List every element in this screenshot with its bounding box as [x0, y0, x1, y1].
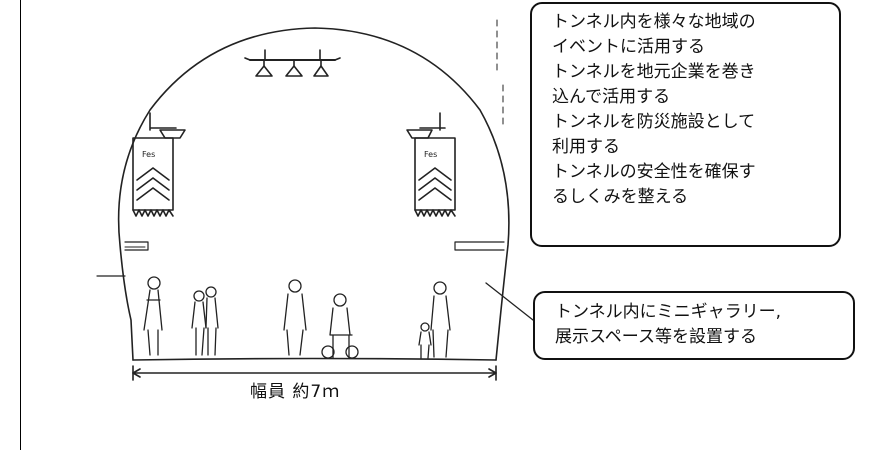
frame-border-line [20, 0, 21, 450]
width-label: 幅員 約7ｍ [250, 382, 341, 402]
banner-left [132, 112, 186, 217]
pedestrians [143, 276, 451, 359]
callout-line: トンネルを防災施設として [552, 112, 756, 132]
callout-line: トンネルを地元企業を巻き [552, 62, 756, 82]
banner-left-label: Fes [142, 150, 155, 159]
width-dimension-line [132, 365, 497, 381]
gallery-leader-line [485, 282, 534, 321]
tunnel-inner-wall [124, 241, 149, 251]
callout-line: トンネル内を様々な地域の [552, 12, 756, 32]
banner-right-label: Fes [424, 150, 437, 159]
banner-right [406, 112, 456, 217]
callout-line: るしくみを整える [552, 187, 689, 207]
callout-line: トンネルの安全性を確保す [552, 162, 756, 182]
callout-line: トンネル内にミニギャラリー, [555, 302, 782, 322]
tunnel-inner-wall-right [454, 241, 505, 251]
ceiling-lights [244, 49, 341, 77]
tunnel-floor [132, 357, 497, 361]
tunnel-arch [117, 27, 510, 361]
callout-line: 展示スペース等を設置する [555, 327, 757, 347]
callout-line: 利用する [552, 137, 620, 157]
gallery-callout: トンネル内にミニギャラリー, 展示スペース等を設置する [533, 291, 855, 360]
activities-callout: トンネル内を様々な地域の イベントに活用する トンネルを地元企業を巻き 込んで活… [530, 2, 841, 247]
callout-line: 込んで活用する [552, 87, 671, 107]
callout-line: イベントに活用する [552, 37, 705, 57]
